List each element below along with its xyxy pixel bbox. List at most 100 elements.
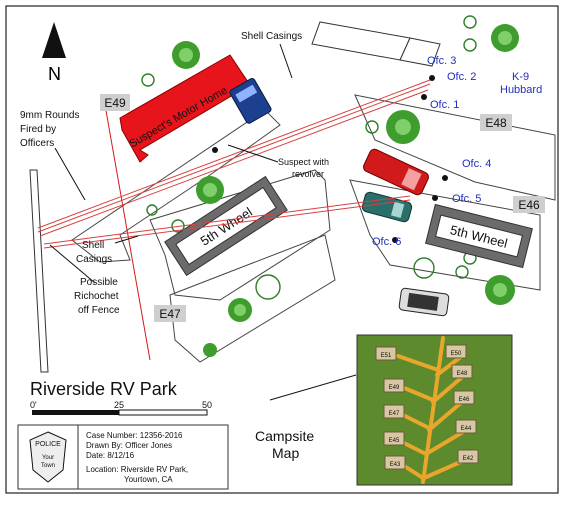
tree-icon [395,119,411,135]
minimap-site-tag [455,419,477,434]
outer-frame [5,5,559,494]
location-line1: Location: Riverside RV Park, [86,465,188,474]
shrub-icon [255,274,281,300]
badge-line2: Town [41,463,55,469]
north-arrow: N [42,22,66,84]
minimap-site-label: E43 [390,462,401,468]
annotation-arrows [49,43,357,401]
tree-group [172,24,519,357]
case-date: Date: 8/12/16 [86,451,135,460]
officer-1-label: Ofc. 1 [430,99,459,111]
badge-line1: Your [42,455,54,461]
shrub-icon [146,204,158,216]
minimap-site-tag [457,449,479,464]
scale-bar: 0' 25 50 [30,400,212,416]
park-title: Riverside RV Park [30,379,178,399]
shrub-icon [463,38,477,52]
fifth-wheel-left-pad [149,169,331,301]
shrub-icon [203,343,217,357]
shrub-icon [413,257,435,279]
minimap-site-tag [384,455,406,470]
gray-suv [398,287,450,317]
minimap-site-label: E49 [389,385,400,391]
officer-icon [432,195,438,201]
shrub-icon [455,265,469,279]
site-e48-label: E48 [485,116,507,130]
shrub-icon [365,120,379,134]
suspect-icon [212,147,218,153]
shrub-icon [463,15,477,29]
scale-tick-0: 0' [30,400,37,410]
officer-icon [442,175,448,181]
officer-2-label: Ofc. 2 [447,71,476,83]
drawn-by: Drawn By: Officer Jones [86,441,172,450]
minimap-site-label: E44 [461,426,472,432]
officer-icon [392,237,398,243]
minimap-site-tag [451,364,473,379]
minimap-site-label: E48 [457,371,468,377]
site-e47-box [154,305,186,322]
info-box: POLICE Your Town Case Number: 12356-2016… [17,424,229,490]
site-e49-box [100,94,130,111]
tree-icon [179,48,193,62]
officer-5-label: Ofc. 5 [452,193,481,205]
fence [29,169,49,373]
officer-3-label: Ofc. 3 [427,55,456,67]
minimap-site-tag [383,431,405,446]
badge-top: POLICE [35,441,61,448]
site-e47-label: E47 [159,307,181,321]
officer-4-label: Ofc. 4 [462,158,491,170]
tree-icon [234,304,246,316]
shell-casings-top-label: Shell Casings [241,31,302,42]
minimap-site-label: E46 [459,397,470,403]
minimap-site-tag [445,344,467,359]
site-labels: E49 E48 E47 E46 [100,94,545,322]
site-e46-box [513,196,545,213]
police-badge-icon [29,431,67,483]
minimap-site-label: E50 [451,351,462,357]
minimap-site-label: E45 [389,438,400,444]
tree-icon [498,31,512,45]
minimap-site-label: E47 [389,411,400,417]
officer-icon [421,94,427,100]
officer-6-label: Ofc. 6 [372,236,401,248]
shrub-icon [141,73,155,87]
e49-pad [71,109,281,263]
tree-icon [493,283,507,297]
site-e49-label: E49 [104,96,126,110]
site-line [104,104,151,361]
site-e46-label: E46 [518,198,540,212]
minimap-site-label: E42 [463,456,474,462]
minimap-site-tag [383,378,405,393]
blue-truck [229,78,272,124]
north-label: N [48,64,61,84]
trailer [311,21,441,67]
minimap-site-label: E51 [381,353,392,359]
red-car [363,148,429,196]
shot-trajectories [37,79,431,249]
minimap-site-tag [383,404,405,419]
location-line2: Yourtown, CA [124,475,173,484]
e47-pad [169,234,336,363]
scale-tick-50: 50 [202,400,212,410]
scale-tick-25: 25 [114,400,124,410]
minimap-site-tag [453,390,475,405]
site-e48-box [480,114,512,131]
case-number: Case Number: 12356-2016 [86,431,183,440]
teal-car [361,191,413,223]
fifth-wheel-right: 5th Wheel [425,203,533,269]
tree-icon [203,183,217,197]
officer-icon [429,75,435,81]
minimap-site-tag [375,346,397,361]
officer-markers [212,75,448,243]
fifth-wheel-left: 5th Wheel [164,175,288,277]
